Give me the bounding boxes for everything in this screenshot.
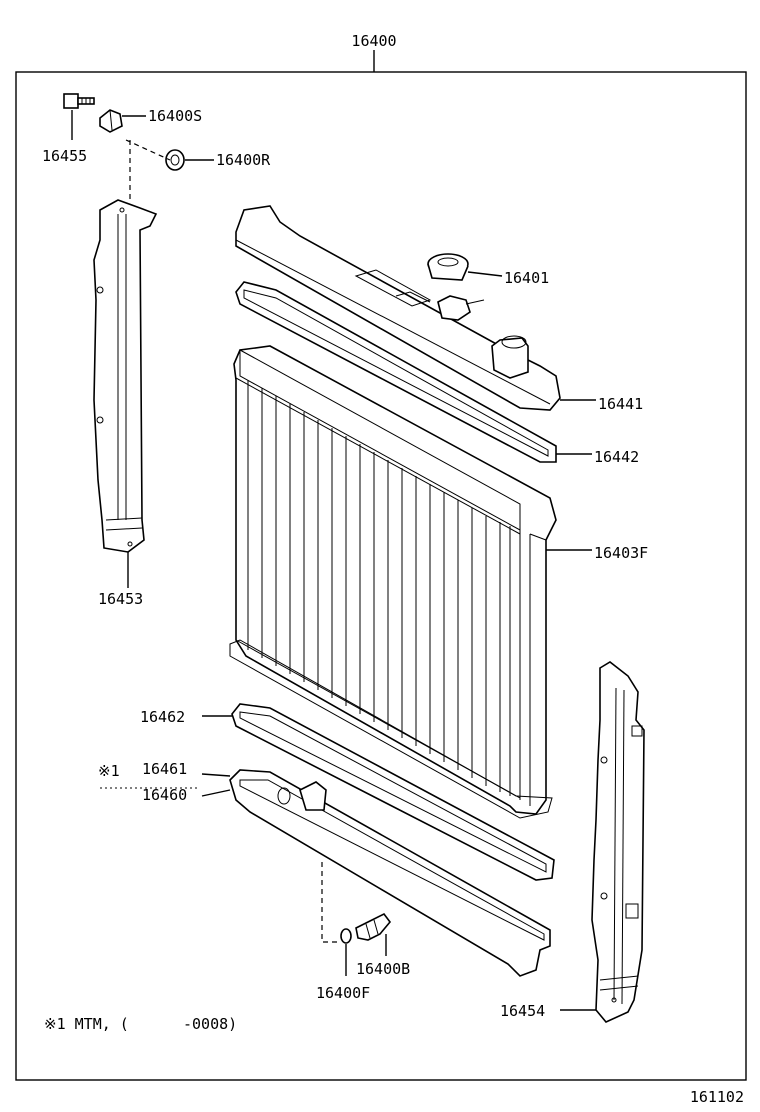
upper-tank-16441	[235, 205, 561, 411]
footnote: ※1 MTM, ( -0008)	[44, 1015, 237, 1033]
diagram-frame	[15, 71, 747, 1081]
bolt-16455	[63, 93, 95, 109]
label-16400R: 16400R	[216, 151, 271, 169]
label-16460: 16460	[142, 786, 187, 804]
washer-16400F	[340, 928, 352, 944]
ring-16400R	[165, 149, 185, 171]
label-16462: 16462	[140, 708, 185, 726]
label-16400S: 16400S	[148, 107, 202, 125]
drain-cock-16400B	[355, 912, 392, 941]
label-16453: 16453	[98, 590, 143, 608]
label-16455: 16455	[42, 147, 87, 165]
label-16442: 16442	[594, 448, 639, 466]
label-16403F: 16403F	[594, 544, 648, 562]
gasket-16462	[231, 703, 555, 881]
support-bracket-16454	[591, 661, 645, 1023]
figure-code: 161102	[690, 1088, 744, 1106]
label-16441: 16441	[598, 395, 643, 413]
radiator-core-16403F	[229, 345, 557, 819]
assembly-number: 16400	[351, 32, 396, 50]
label-16400F: 16400F	[316, 984, 370, 1002]
label-16454: 16454	[500, 1002, 545, 1020]
label-16400B: 16400B	[356, 960, 410, 978]
label-16401: 16401	[504, 269, 549, 287]
note-marker: ※1	[98, 762, 120, 780]
lower-tank-16460	[229, 769, 551, 977]
support-bracket-16453	[93, 199, 158, 553]
radiator-cap-16401	[427, 253, 469, 281]
plug-16400S	[99, 109, 123, 133]
label-16461: 16461	[142, 760, 187, 778]
